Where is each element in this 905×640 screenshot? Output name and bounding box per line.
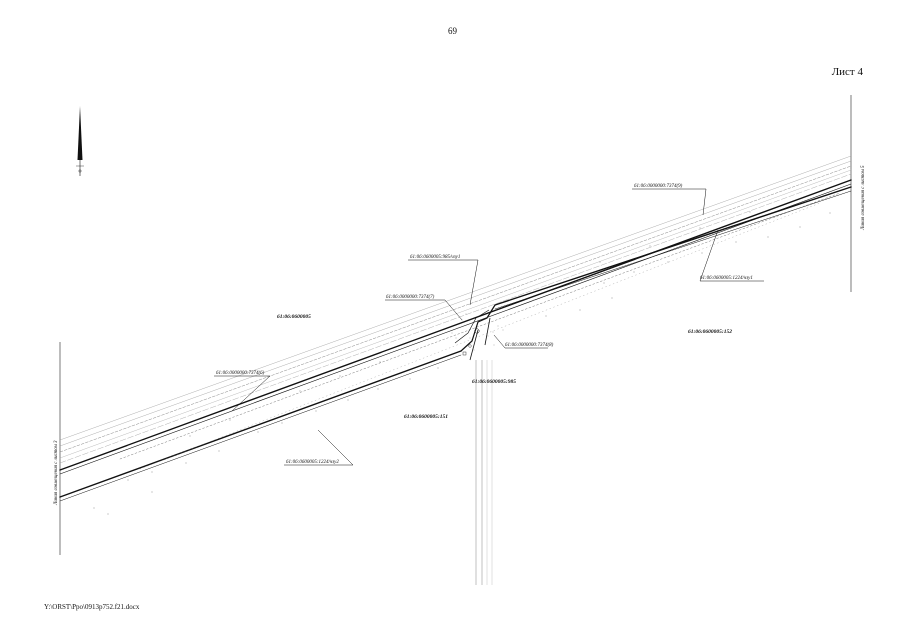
match-line-right-label: Линия совмещения с листом 5 bbox=[861, 165, 866, 231]
match-line-right: Линия совмещения с листом 5 bbox=[850, 95, 866, 292]
match-line-left: Линия совмещения с листом 3 bbox=[54, 342, 61, 555]
quarter-label-junction: 61:06:0600005:985 bbox=[472, 379, 516, 385]
callout-leaders bbox=[214, 188, 764, 466]
callout-left-mid: 61:06:0000000:7374(6) bbox=[216, 371, 265, 376]
match-line-left-label: Линия совмещения с листом 3 bbox=[54, 440, 59, 506]
quarter-label-center: 61:06:0600005:151 bbox=[404, 414, 448, 420]
callout-top-right: 61:06:0000000:7374(9) bbox=[634, 184, 683, 189]
quarter-label-right: 61:06:0600005:152 bbox=[688, 329, 732, 335]
sheet-label: Лист 4 bbox=[831, 66, 863, 78]
survey-marks bbox=[93, 211, 831, 515]
callout-lower-right: 61:06:0600005:1224/чзу1 bbox=[700, 276, 753, 281]
north-arrow-icon bbox=[76, 106, 84, 176]
callout-lower-left: 61:06:0600005:1224/чзу2 bbox=[286, 460, 339, 465]
junction bbox=[451, 304, 504, 585]
quarter-label-left: 61:06:0600005 bbox=[277, 314, 311, 320]
footer-file-path: Y:\ORST\Ppo\0913p752.f21.docx bbox=[44, 603, 140, 611]
road-corridor bbox=[59, 155, 852, 502]
callout-upper-junction: 61:06:0000000:7374(7) bbox=[386, 295, 435, 300]
callout-mid-junction: 61:06:0000000:7374(8) bbox=[505, 343, 554, 348]
callout-top-junction: 61:06:0600005:985/чзу1 bbox=[410, 255, 460, 260]
page-number: 69 bbox=[448, 26, 457, 36]
